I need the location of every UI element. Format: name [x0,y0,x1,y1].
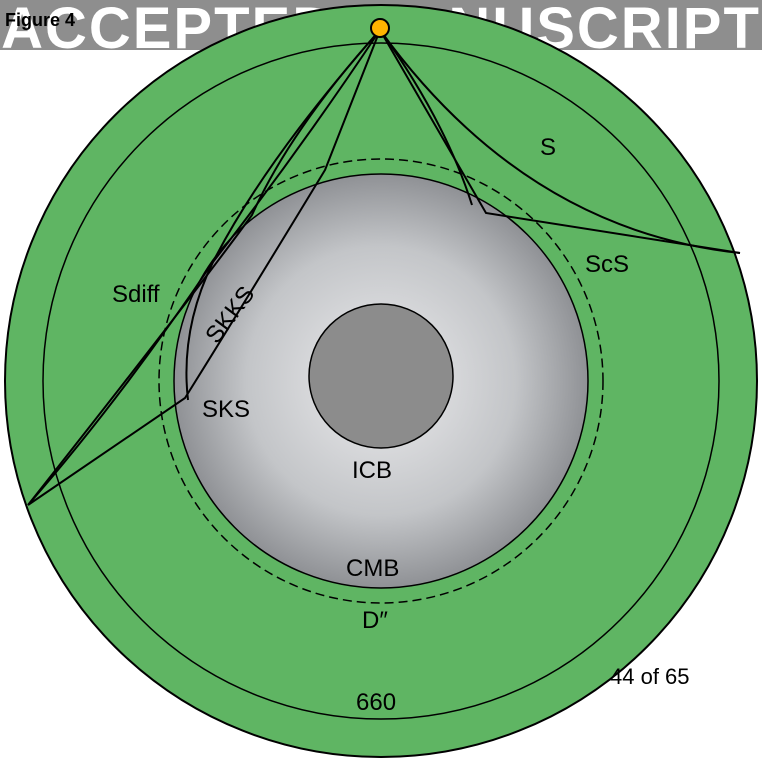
label-cmb: CMB [346,555,399,582]
label-icb: ICB [352,457,392,484]
phase-label-scs: ScS [585,251,629,278]
phase-label-sks: SKS [202,396,250,423]
inner-core [308,303,454,449]
discontinuity-660-circle [42,42,720,720]
earthquake-source-marker [370,18,390,38]
phase-label-sdiff: Sdiff [112,281,160,308]
ray-path-scs [379,29,741,254]
d-double-prime-circle [158,158,604,604]
ray-path-sks [27,29,381,506]
ray-paths [27,29,741,506]
ray-path-skks [185,29,381,401]
label-d-double-prime: D″ [362,607,388,634]
page-number: 44 of 65 [610,664,690,689]
ray-path-scs-secondary [379,29,473,206]
figure-label: Figure 4 [5,10,75,30]
label-660: 660 [356,689,396,716]
phase-label-s: S [540,134,556,161]
ray-path-skks-inner [27,29,381,506]
